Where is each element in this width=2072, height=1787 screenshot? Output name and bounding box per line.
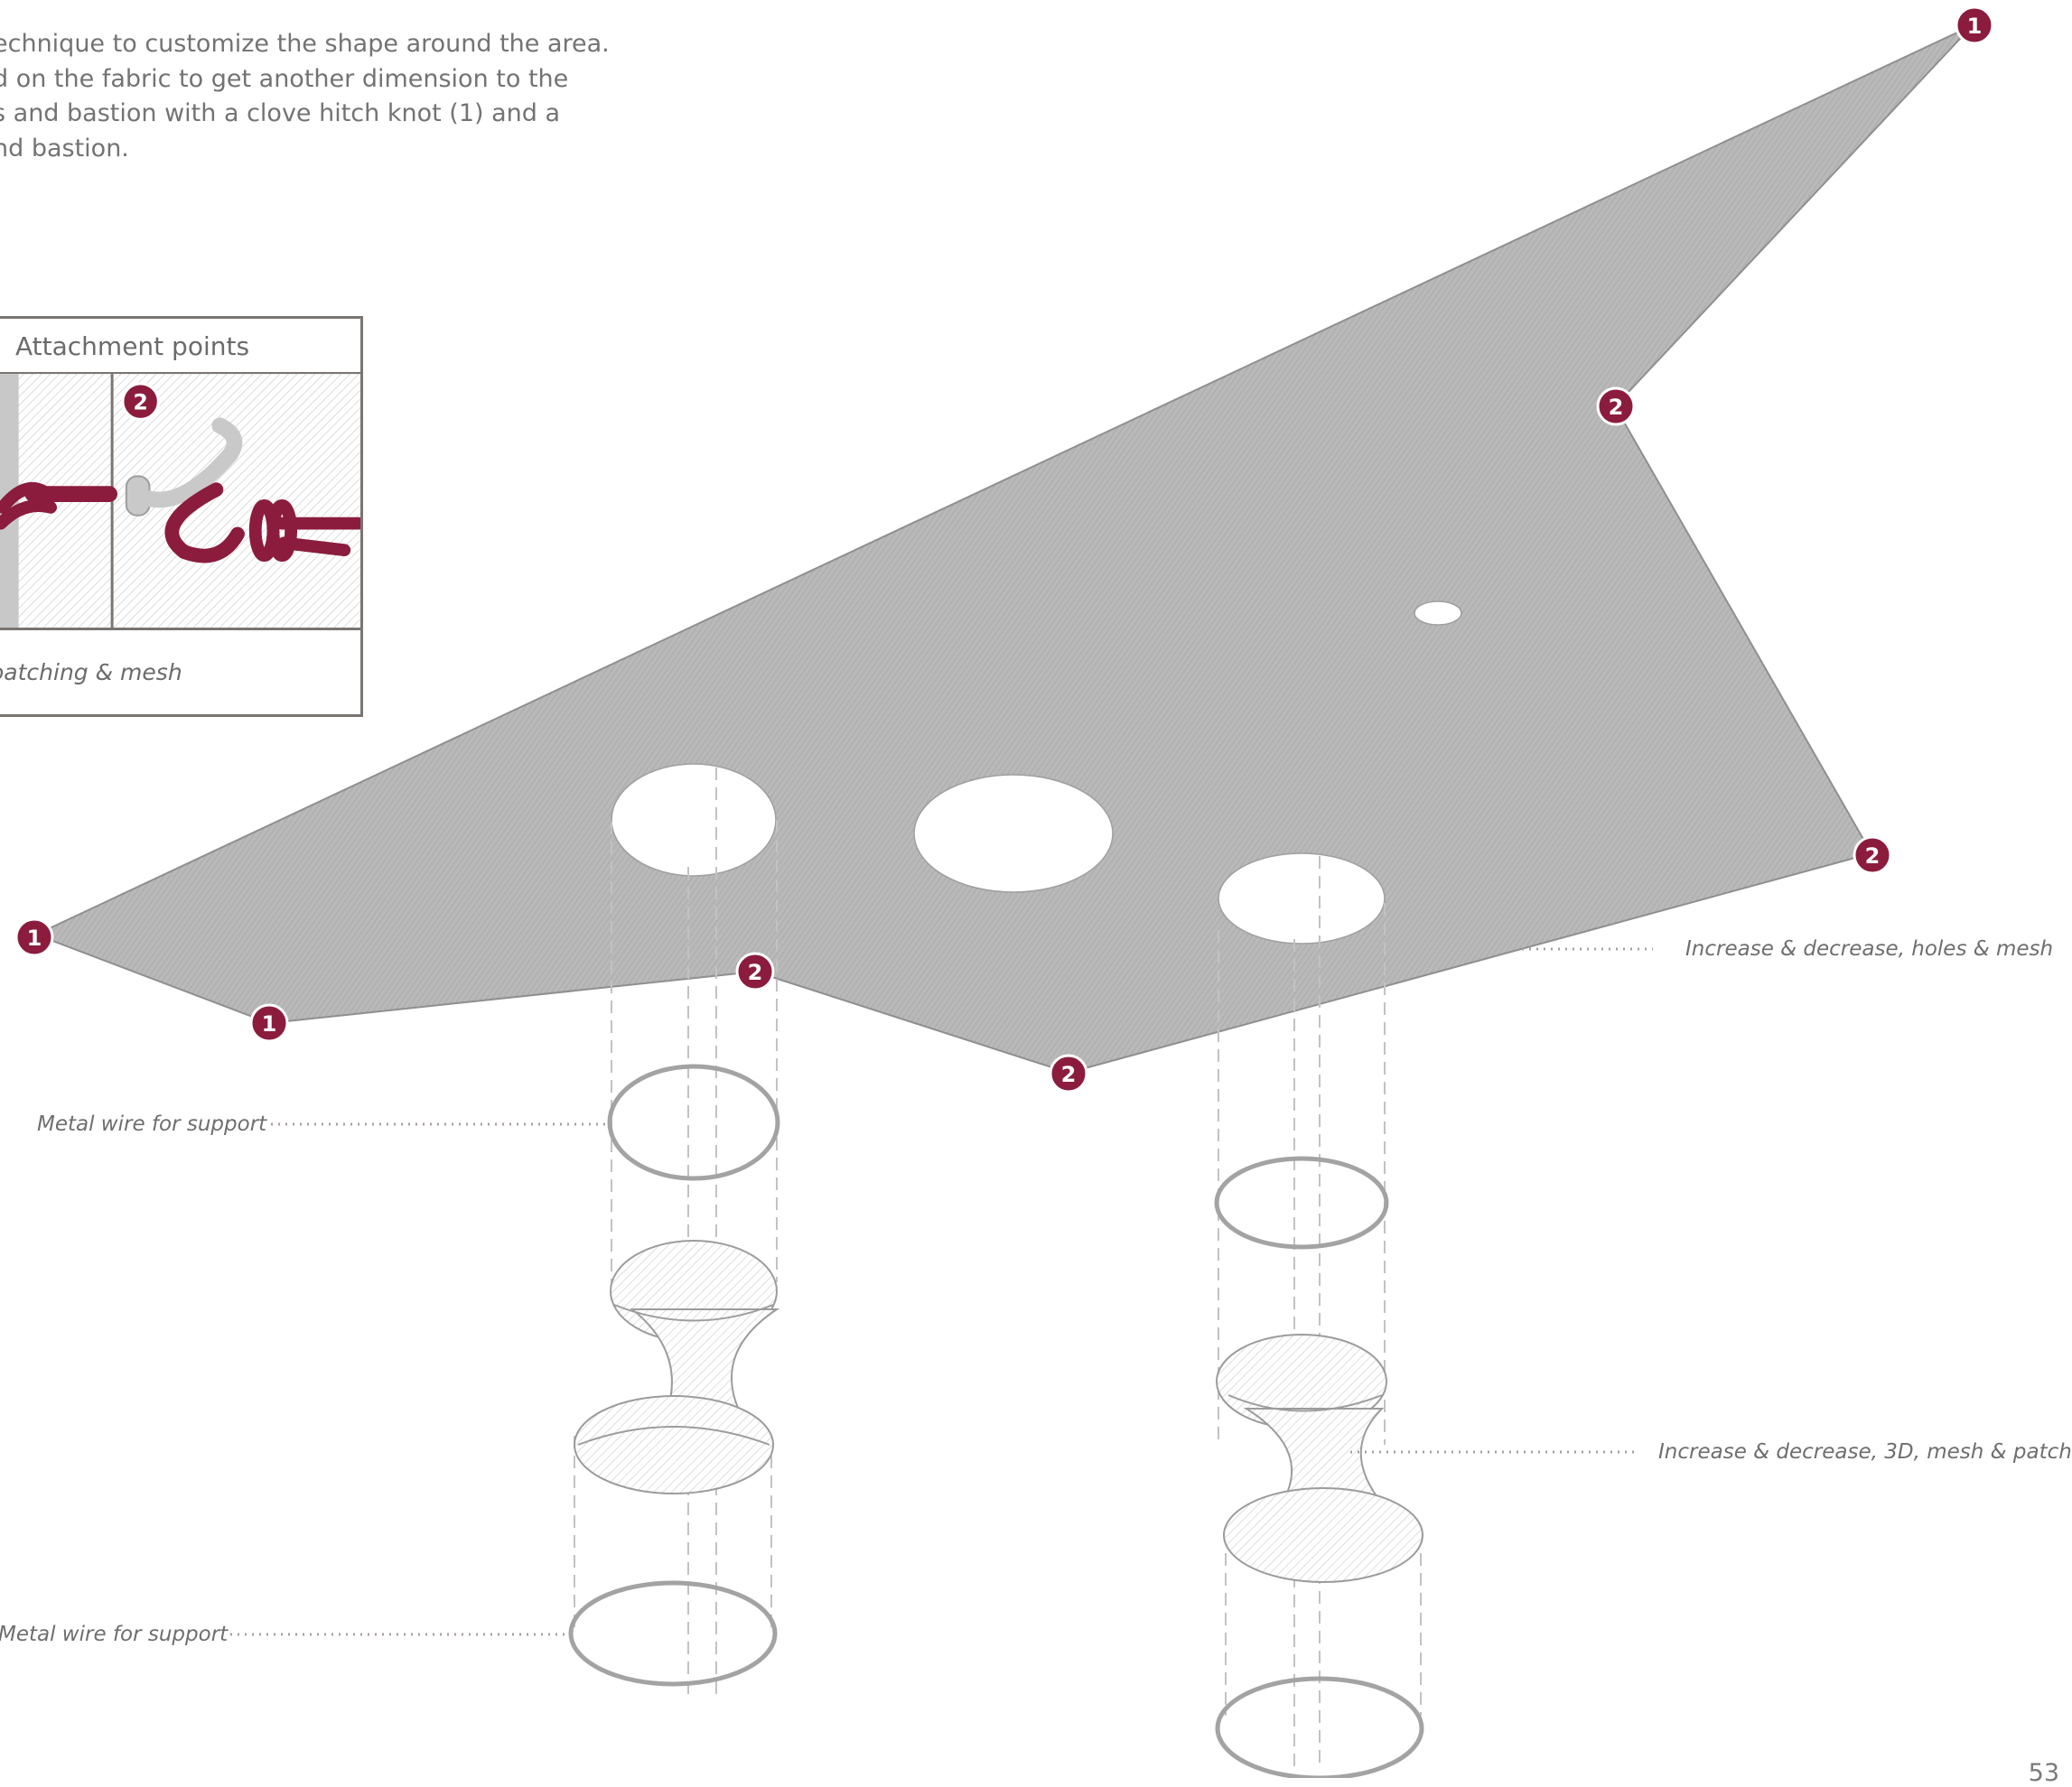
svg-text:2: 2 <box>133 390 147 415</box>
callout-wire-support-lower: Metal wire for support <box>0 1623 228 1646</box>
mesh-hourglass-right <box>1217 1335 1423 1582</box>
page-number: 53 <box>2029 1759 2059 1787</box>
svg-text:2: 2 <box>1061 1062 1077 1087</box>
wire-ring-right-upper <box>1217 1159 1386 1247</box>
legend-panels: 2 <box>0 372 360 630</box>
marker-2-mid-left: 2 <box>737 954 773 990</box>
callout-wire-support-upper: Metal wire for support <box>37 1112 266 1136</box>
callout-mesh-patching-3d: Increase & decrease, 3D, mesh & patching <box>1658 1440 2072 1464</box>
leader-lines <box>230 949 1653 1634</box>
marker-2-upper-right: 2 <box>1598 388 1634 424</box>
svg-text:1: 1 <box>1967 14 1983 39</box>
legend-title: Attachment points <box>15 331 249 361</box>
wire-ring-left-lower <box>571 1583 775 1684</box>
callout-holes-mesh: Increase & decrease, holes & mesh <box>1685 937 2053 961</box>
svg-text:2: 2 <box>1865 843 1881 869</box>
mesh-hourglass-left <box>574 1241 777 1494</box>
svg-text:1: 1 <box>262 1011 277 1037</box>
svg-text:1: 1 <box>27 926 42 951</box>
svg-text:2: 2 <box>748 960 763 985</box>
marker-2-right: 2 <box>1854 837 1890 873</box>
legend-marker-2: 2 <box>123 384 158 419</box>
legend-header: Attachment points <box>0 319 360 375</box>
legend-footer-label: oatching & mesh <box>0 659 182 685</box>
marker-1-top-right: 1 <box>1956 7 1993 43</box>
marker-1-lower-left: 1 <box>251 1005 287 1041</box>
legend-footer: oatching & mesh <box>0 628 360 714</box>
svg-text:2: 2 <box>1609 395 1624 420</box>
marker-2-bottom: 2 <box>1050 1056 1087 1092</box>
marker-1-left: 1 <box>16 919 52 955</box>
legend-box: Attachment points <box>0 316 363 717</box>
wire-ring-left-upper <box>610 1066 778 1178</box>
